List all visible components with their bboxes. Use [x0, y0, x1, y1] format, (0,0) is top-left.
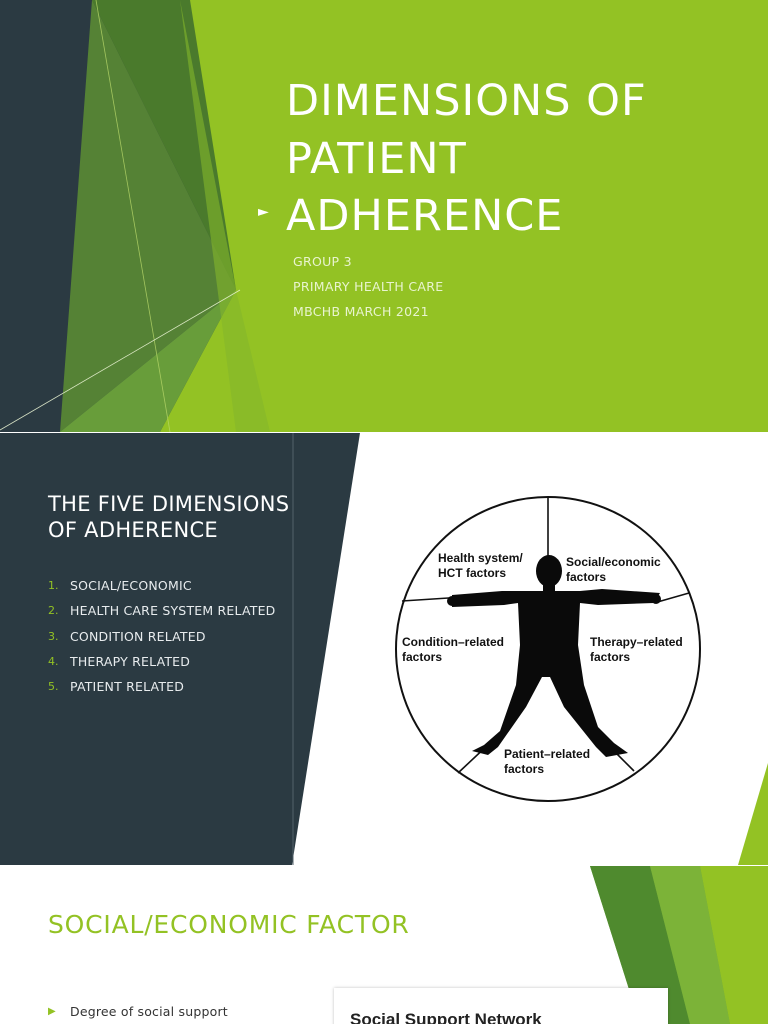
slide3-title: SOCIAL/ECONOMIC FACTOR: [48, 910, 410, 939]
dimensions-list: 1. SOCIAL/ECONOMIC 2. HEALTH CARE SYSTEM R…: [48, 573, 276, 699]
social-support-network-image: Social Support Network: [334, 988, 668, 1024]
subtitle-cohort: MBCHB MARCH 2021: [293, 304, 429, 319]
list-item: 4. THERAPY RELATED: [48, 649, 276, 674]
image-caption: Social Support Network: [350, 1010, 542, 1024]
label-condition: Condition–related factors: [402, 635, 505, 664]
slide2-title: THE FIVE DIMENSIONS OF ADHERENCE: [48, 491, 289, 543]
slide2-background-graphic: [0, 433, 768, 865]
title-bullet-icon: ►: [258, 204, 269, 220]
title-slide: ► DIMENSIONS OF PATIENT ADHERENCE GROUP …: [0, 0, 768, 432]
title-line-2: PATIENT: [286, 134, 467, 184]
title-line-1: DIMENSIONS OF: [286, 76, 647, 126]
subtitle-group: GROUP 3: [293, 254, 352, 269]
list-number: 1.: [48, 579, 59, 593]
bullet-text: Degree of social support: [70, 1004, 228, 1019]
title-line-3: ADHERENCE: [286, 191, 564, 241]
list-number: 2.: [48, 604, 59, 618]
slide2-title-line-1: THE FIVE DIMENSIONS: [48, 492, 290, 516]
list-number: 4.: [48, 655, 59, 669]
adherence-wheel-diagram: Health system/ HCT factors Social/econom…: [392, 495, 704, 807]
label-therapy: Therapy–related factors: [590, 635, 683, 664]
bullet-arrow-icon: ▶: [48, 1006, 56, 1017]
list-item: 2. HEALTH CARE SYSTEM RELATED: [48, 598, 276, 623]
list-item: 1. SOCIAL/ECONOMIC: [48, 573, 276, 598]
label-social-economic: Social/economic factors: [566, 555, 661, 584]
list-text: CONDITION RELATED: [70, 628, 206, 644]
bullet-item: ▶ Degree of social support: [48, 1004, 228, 1019]
list-item: 5. PATIENT RELATED: [48, 674, 276, 699]
list-text: HEALTH CARE SYSTEM RELATED: [70, 603, 276, 619]
wheel-graphic: [395, 496, 701, 802]
slide1-background-graphic: [0, 0, 768, 432]
list-text: THERAPY RELATED: [70, 654, 191, 670]
list-text: PATIENT RELATED: [70, 679, 185, 695]
label-patient: Patient–related factors: [504, 747, 591, 776]
five-dimensions-slide: THE FIVE DIMENSIONS OF ADHERENCE 1. SOCIA…: [0, 433, 768, 865]
list-number: 5.: [48, 680, 59, 694]
list-item: 3. CONDITION RELATED: [48, 624, 276, 649]
social-economic-slide: SOCIAL/ECONOMIC FACTOR ▶ Degree of socia…: [0, 866, 768, 1024]
subtitle-course: PRIMARY HEALTH CARE: [293, 279, 444, 294]
list-text: SOCIAL/ECONOMIC: [70, 578, 192, 594]
human-figure-icon: [447, 555, 661, 757]
label-health-system: Health system/ HCT factors: [438, 551, 523, 580]
list-number: 3.: [48, 629, 59, 643]
slide2-title-line-2: OF ADHERENCE: [48, 518, 218, 542]
